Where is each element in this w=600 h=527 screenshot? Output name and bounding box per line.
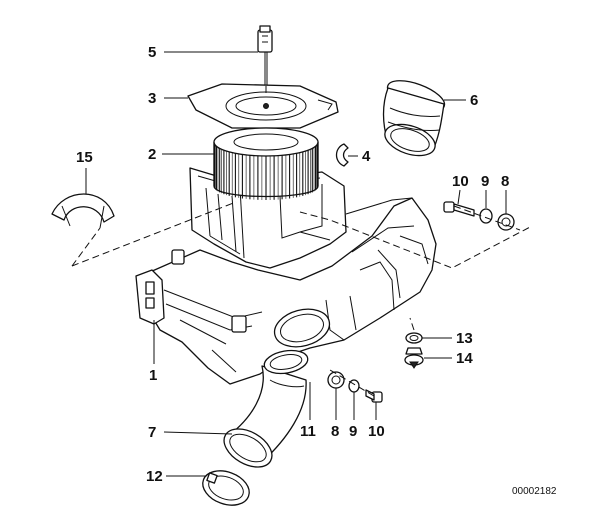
part-4-clip [335, 143, 349, 167]
hardware-lower [327, 371, 383, 403]
callout-1: 1 [149, 367, 157, 384]
part-12-clamp-ring [202, 470, 250, 506]
leader-lines [85, 51, 507, 477]
part-6-intake-boot [382, 80, 446, 157]
callout-8-lower: 8 [331, 423, 339, 440]
callout-6: 6 [470, 92, 478, 109]
callout-8-upper: 8 [501, 173, 509, 190]
part-7-air-hose [223, 349, 309, 468]
part-3-cover-plate [187, 83, 339, 129]
callout-10-upper: 10 [452, 173, 469, 190]
callout-15: 15 [76, 149, 93, 166]
callout-9-lower: 9 [349, 423, 357, 440]
part-2-filter-element [213, 127, 319, 200]
callout-7: 7 [148, 424, 156, 441]
callout-13: 13 [456, 330, 473, 347]
callout-2: 2 [148, 146, 156, 163]
part-13-washer [405, 332, 423, 344]
part-5-temperature-sensor [257, 25, 273, 86]
callout-11: 11 [300, 423, 316, 440]
callout-3: 3 [148, 90, 156, 107]
part-14-grommet [404, 347, 424, 369]
assembly-lines [71, 86, 533, 397]
callout-labels: 5 3 6 2 4 15 10 9 8 13 14 1 7 11 8 9 10 … [76, 44, 509, 485]
callout-14: 14 [456, 350, 473, 367]
callout-10-lower: 10 [368, 423, 385, 440]
part-15-clamp [51, 193, 115, 229]
callout-12: 12 [146, 468, 163, 485]
callout-5: 5 [148, 44, 156, 61]
diagram-reference-number: 00002182 [512, 486, 557, 497]
callout-9-upper: 9 [481, 173, 489, 190]
callout-4: 4 [362, 148, 371, 165]
